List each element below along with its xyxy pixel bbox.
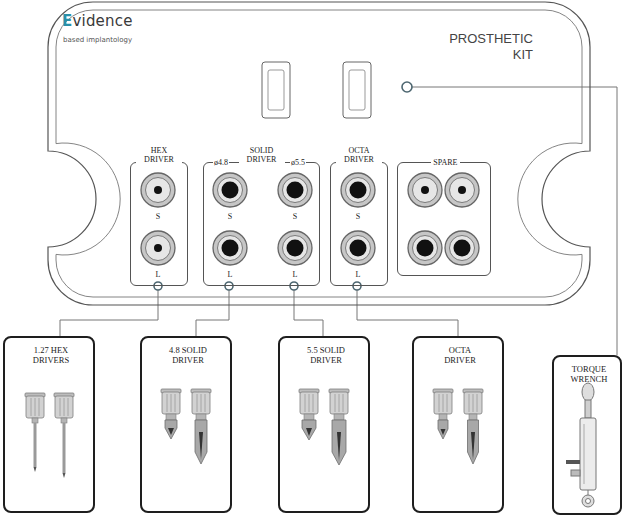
- solid-driver-drawing: [161, 389, 349, 465]
- tool-title: 4.8 SOLID DRIVER: [162, 345, 214, 365]
- size-letter: L: [293, 270, 298, 279]
- tool-title: 1.27 HEX DRIVERS: [25, 345, 77, 365]
- socket-group: HEX DRIVER S L: [130, 146, 188, 286]
- group-heading: SPARE: [431, 158, 460, 167]
- group-border: [130, 162, 188, 286]
- tool-card: 4.8 SOLID DRIVER: [140, 336, 232, 513]
- leader-line: [402, 82, 617, 355]
- size-letter: L: [228, 270, 233, 279]
- tool-title: OCTA DRIVER: [434, 345, 486, 365]
- leader-line: [353, 282, 458, 336]
- size-letter: S: [156, 212, 160, 221]
- driver-socket: [141, 173, 479, 265]
- hex-driver-drawing: [25, 393, 74, 478]
- socket-group: SPARE: [397, 146, 491, 276]
- diameter-label: ø5.5: [290, 158, 306, 167]
- leader-line: [196, 282, 233, 336]
- tool-card: 1.27 HEX DRIVERS: [3, 336, 95, 513]
- tool-title: TORQUE WRENCH: [563, 364, 615, 384]
- torque-wrench-drawing: [566, 383, 596, 507]
- leader-path: [407, 87, 617, 355]
- group-heading: OCTA DRIVER: [336, 146, 382, 164]
- brand-logo: Evidence: [62, 12, 133, 30]
- leader-knob: [154, 282, 162, 290]
- group-border: [203, 162, 320, 286]
- leader-knob: [290, 282, 298, 290]
- leader-path: [357, 286, 458, 336]
- leader-line: [290, 282, 323, 336]
- size-letter: S: [228, 212, 232, 221]
- kit-tray: Evidence based implantology PROSTHETIC KIT…: [48, 2, 590, 305]
- tool-card: OCTA DRIVER: [412, 336, 504, 513]
- leader-knob: [353, 282, 361, 290]
- diameter-label: ø4.8: [213, 158, 229, 167]
- octa-driver-drawing: [433, 389, 483, 464]
- socket-group: SOLID DRIVER ø4.8 ø5.5S S L L: [203, 146, 320, 286]
- brand-tagline: based implantology: [63, 36, 132, 45]
- leader-path: [60, 286, 158, 336]
- leader-knob: [402, 82, 412, 92]
- tool-card: 5.5 SOLID DRIVER: [278, 336, 370, 513]
- group-heading: SOLID DRIVER: [239, 146, 285, 164]
- socket-group: OCTA DRIVER S L: [330, 146, 388, 286]
- leader-line: [60, 282, 162, 336]
- leader-knob: [225, 282, 233, 290]
- leader-path: [196, 286, 229, 336]
- size-letter: S: [293, 212, 297, 221]
- tool-title: 5.5 SOLID DRIVER: [300, 345, 352, 365]
- group-border: [397, 162, 491, 276]
- size-letter: S: [356, 212, 360, 221]
- group-heading: HEX DRIVER: [136, 146, 182, 164]
- kit-title: PROSTHETIC KIT: [437, 31, 533, 63]
- size-letter: L: [356, 270, 361, 279]
- group-border: [330, 162, 388, 286]
- tool-card: TORQUE WRENCH: [552, 355, 622, 515]
- leader-path: [294, 286, 323, 336]
- size-letter: L: [156, 270, 161, 279]
- tray-slot: [262, 62, 371, 118]
